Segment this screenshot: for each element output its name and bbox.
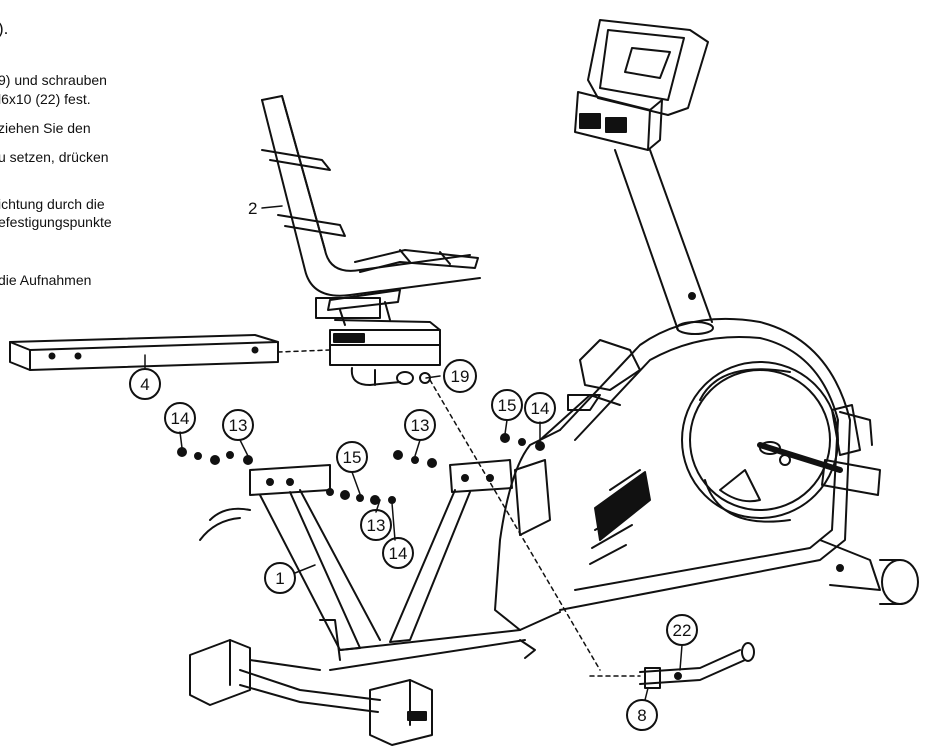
adjustment-knob	[519, 639, 755, 689]
callout-p14-left: 14	[164, 402, 196, 434]
callout-text-p1: 1	[275, 569, 284, 588]
console-mast	[614, 149, 714, 335]
callout-p13-left: 13	[222, 409, 254, 441]
callout-text-p14-lower: 14	[389, 544, 408, 563]
instruction-line-3: ziehen Sie den	[0, 120, 91, 136]
console-display	[574, 19, 709, 151]
flywheel-housing	[494, 317, 851, 631]
callout-p22: 22	[666, 614, 698, 646]
callout-p13-lower: 13	[360, 509, 392, 541]
callout-text-p14-right: 14	[531, 399, 550, 418]
hardware-right	[393, 433, 545, 468]
callout-text-p15-center: 15	[343, 448, 362, 467]
instruction-line-1: 9) und schrauben	[0, 72, 107, 88]
callout-p15-center: 15	[336, 441, 368, 473]
seat-carriage	[329, 319, 441, 386]
callout-p19: 19	[443, 359, 477, 393]
leader-lines	[144, 205, 683, 701]
callout-text-p13-lower: 13	[367, 516, 386, 535]
callout-p14-right: 14	[524, 392, 556, 424]
instruction-line-2: l6x10 (22) fest.	[0, 91, 91, 107]
instruction-line-4: u setzen, drücken	[0, 149, 109, 165]
instruction-line-7: die Aufnahmen	[0, 272, 92, 288]
rail-connection-line	[277, 349, 331, 353]
callout-text-p14-left: 14	[171, 409, 190, 428]
callout-text-p4: 4	[140, 375, 149, 394]
callout-p13-center: 13	[404, 409, 436, 441]
callout-text-p13-left: 13	[229, 416, 248, 435]
callout-text-p15-right: 15	[498, 396, 517, 415]
instruction-line-6: efestigungspunkte	[0, 214, 112, 230]
callout-text-p19: 19	[451, 367, 470, 386]
seat-frame	[261, 95, 481, 326]
callout-p1: 1	[264, 562, 296, 594]
rear-stabilizer	[189, 639, 433, 746]
callout-p14-lower: 14	[382, 537, 414, 569]
callout-text-p8: 8	[637, 706, 646, 725]
callout-p8: 8	[626, 699, 658, 731]
callout-p15-right: 15	[491, 389, 523, 421]
instruction-line-5: ichtung durch die	[0, 196, 105, 212]
step-heading-fragment: ).	[0, 19, 9, 38]
callout-text-p13-center: 13	[411, 416, 430, 435]
pedal-crank	[567, 339, 881, 496]
front-stabilizer	[819, 539, 919, 605]
hardware-left	[177, 447, 253, 465]
label-p2: 2	[248, 199, 257, 218]
base-frame	[199, 459, 526, 671]
callout-p4: 4	[129, 368, 161, 400]
hardware-center	[326, 488, 396, 505]
callout-text-p22: 22	[673, 621, 692, 640]
carriage-connection-line	[429, 379, 601, 671]
rail-part-4	[9, 334, 279, 371]
